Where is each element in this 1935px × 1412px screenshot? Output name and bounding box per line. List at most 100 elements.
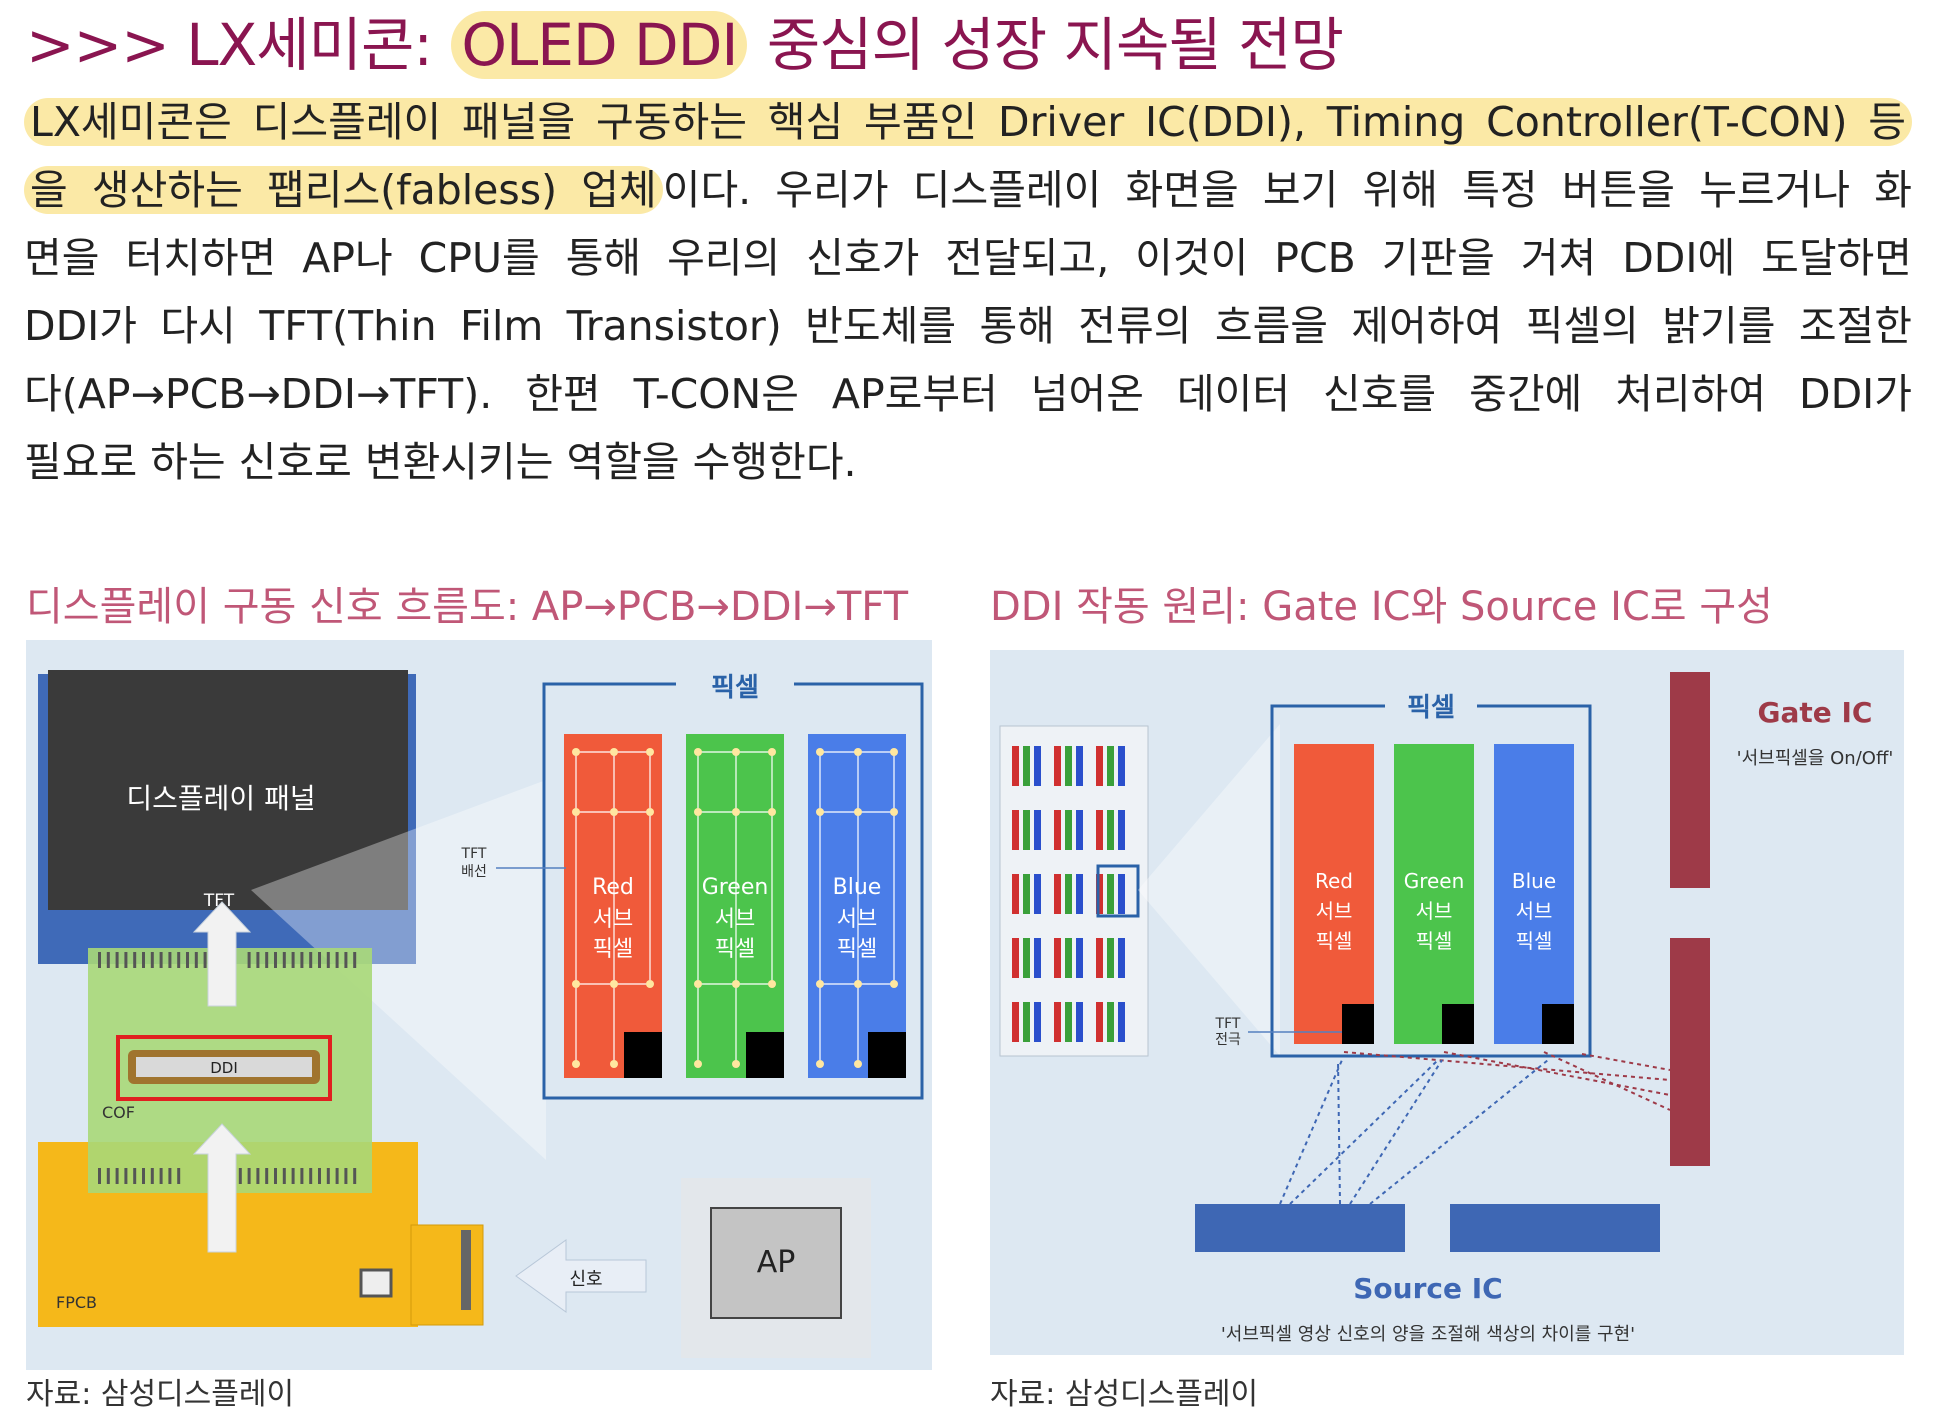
subpixel-label: 픽셀 [593,937,633,962]
array-subpixel [1118,810,1125,850]
subpixel-label: 픽셀 [1316,929,1353,953]
cof-pin [168,952,172,968]
tft-node [854,748,862,756]
tft-node [890,748,898,756]
signal-flow-diagram: 디스플레이 패널 TFT FPCB COF DDI AP 신호 픽셀 Red [38,668,924,1358]
subpixel-label: 픽셀 [1516,929,1553,953]
array-subpixel [1118,874,1125,914]
array-subpixel [1034,746,1041,786]
array-subpixel [1076,1002,1083,1042]
tft-transistor [868,1032,906,1078]
tft-node [694,808,702,816]
fpcb-connector [410,1224,484,1326]
tft-transistor [624,1032,662,1078]
cof-pin [124,1168,128,1184]
paragraph-line: DDI가 다시 TFT(Thin Film Transistor) 반도체를 통… [24,302,1912,350]
figure-right-source: 자료: 삼성디스플레이 [990,1377,1259,1412]
array-subpixel [1054,874,1061,914]
tft-electrode-label: 전극 [1215,1032,1241,1048]
array-subpixel [1118,938,1125,978]
tft-node [854,808,862,816]
array-subpixel [1107,938,1114,978]
array-subpixel [1054,1002,1061,1042]
source-signal-line [1369,1059,1549,1205]
source-signal-line [1289,1059,1439,1205]
cof-pin [159,952,163,968]
paragraph-line: 다(AP→PCB→DDI→TFT). 한편 T-CON은 AP로부터 넘어온 데… [24,370,1912,418]
subpixel-label: 서브 [837,907,877,932]
cof-pin [194,952,198,968]
array-subpixel [1065,874,1072,914]
tft-node [890,808,898,816]
left-arrow-icon [515,1239,647,1313]
tft-node [610,1060,618,1068]
subpixel-label: Green [1404,869,1465,893]
subpixel-label: Green [702,875,769,900]
cof-pin [326,952,330,968]
subpixel-label: 픽셀 [837,937,877,962]
tft-transistor [1542,1004,1574,1044]
cof-pin [186,952,189,968]
subpixel-blue [1494,744,1574,1044]
array-subpixel [1065,746,1072,786]
cof-pin [159,1168,163,1184]
cof-pin [335,1168,339,1184]
array-subpixel [1023,874,1030,914]
up-arrow-icon [192,901,252,1007]
cof-pin [318,952,321,968]
subpixel-green [686,734,784,1078]
gate-signal-line [1443,1051,1671,1096]
array-subpixel [1107,810,1114,850]
subpixel-red [564,734,662,1078]
cof-pin [256,952,260,968]
paragraph-highlight: 을 생산하는 팹리스(fabless) 업체 [24,166,663,214]
array-subpixel [1076,938,1083,978]
cof-pin [247,1168,251,1184]
subpixel-label: Blue [833,875,882,900]
array-subpixel [1023,938,1030,978]
array-subpixel [1065,938,1072,978]
array-subpixel [1034,810,1041,850]
tft-node [572,980,580,988]
cof-pin [300,1168,304,1184]
up-arrow-icon [192,1123,252,1253]
source-ic-bar [1450,1204,1660,1252]
tft-node [610,808,618,816]
cof-pin [274,1168,277,1184]
tft-node [854,1060,862,1068]
array-subpixel [1012,938,1019,978]
cof-pin [309,1168,313,1184]
array-subpixel [1065,810,1072,850]
cof-pin [115,952,119,968]
array-subpixel [1118,746,1125,786]
tft-node [768,980,776,988]
paragraph-line: 필요로 하는 신호로 변환시키는 역할을 수행한다. [24,438,857,486]
subpixel-green [1394,744,1474,1044]
title-highlight: OLED DDI [451,11,748,79]
tft-node [694,1060,702,1068]
title-prefix: >>> LX세미콘: [26,11,450,79]
tft-node [572,808,580,816]
tft-node [646,980,654,988]
subpixel-label: 픽셀 [715,937,755,962]
cof-pin [353,1168,357,1184]
cof-pin [274,952,277,968]
cof-pin [282,1168,286,1184]
tft-electrode-label: TFT [1215,1016,1241,1032]
cof-pin [142,1168,145,1184]
subpixel-label: 픽셀 [1416,929,1453,953]
tft-node [768,808,776,816]
ddi-label: DDI [210,1059,238,1077]
figure-right-title: DDI 작동 원리: Gate IC와 Source IC로 구성 [990,584,1773,630]
display-panel [48,670,408,910]
gate-ic-label: Gate IC [1758,696,1873,729]
pixel-title-bg [676,668,794,702]
zoom-cone [1138,724,1280,1056]
ap-label: AP [757,1245,796,1280]
source-signal-line [1337,1059,1341,1205]
cof-pins [98,952,357,968]
gate-ic-desc: '서브픽셀을 On/Off' [1737,748,1894,769]
tft-node [610,748,618,756]
subpixel-label: Red [1315,869,1353,893]
